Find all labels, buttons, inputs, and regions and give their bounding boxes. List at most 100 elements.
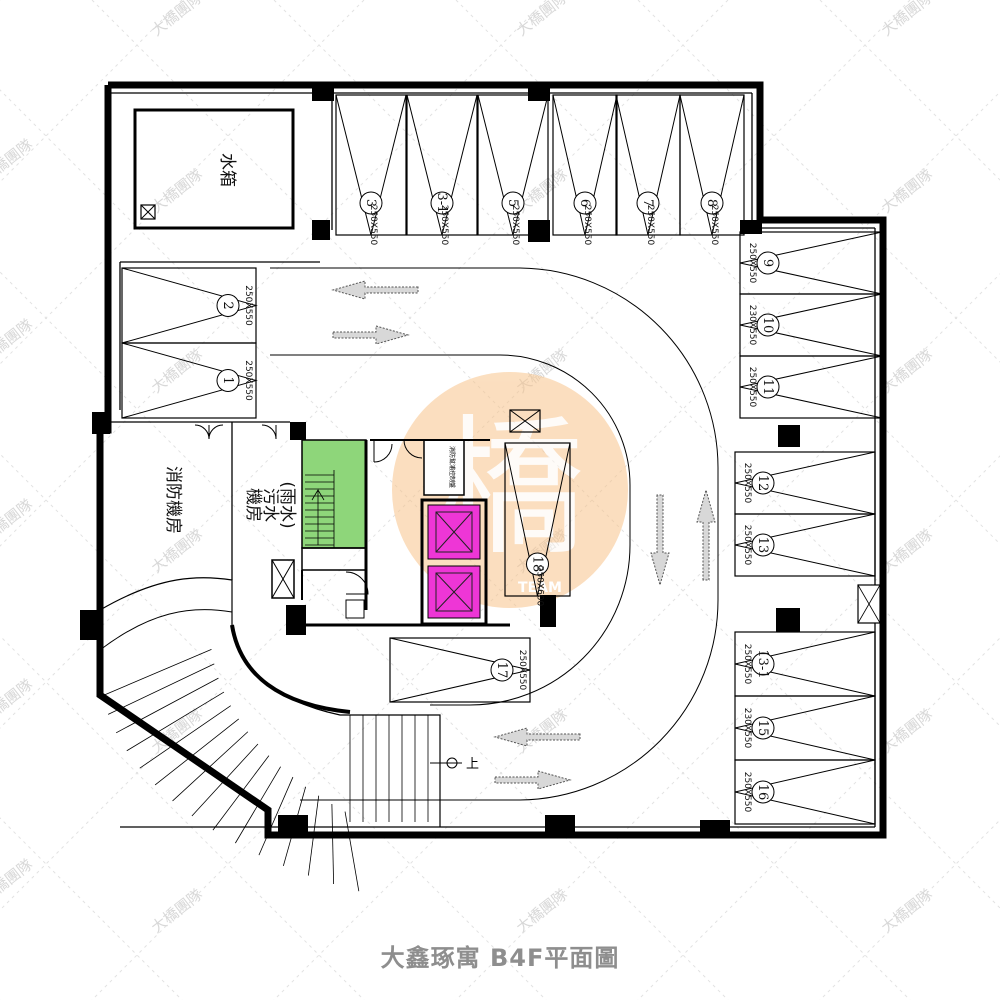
logo-team-text: TEAM xyxy=(518,580,562,596)
parking-number-circle xyxy=(490,658,514,682)
parking-size: 250X550 xyxy=(747,243,757,284)
parking-number: 6 xyxy=(577,199,592,207)
watermark-text: 大橋團隊 xyxy=(0,315,36,366)
watermark-text: 大橋團隊 xyxy=(878,165,936,216)
fire-pump-room-label: 消防機房 xyxy=(163,466,183,534)
traffic-arrow xyxy=(696,488,716,581)
parking-size: 250X550 xyxy=(645,205,655,246)
parking-size: 250X600 xyxy=(535,566,545,607)
parking-number-circle xyxy=(756,251,780,275)
fire-pump-room: 消防機房 xyxy=(163,424,224,534)
parking-number: 13-1 xyxy=(755,649,770,678)
sewage-room-label-1: (雨水) xyxy=(277,481,297,528)
traffic-arrow xyxy=(650,494,670,587)
traffic-arrows xyxy=(331,280,716,790)
watermark-text: 大橋團隊 xyxy=(878,0,936,40)
parking-size: 250X550 xyxy=(742,525,752,566)
elevators: 消防幫浦控制盤 xyxy=(306,439,510,627)
parking-number-circle xyxy=(573,191,597,215)
parking-number-circle xyxy=(359,191,383,215)
parking-size: 250X550 xyxy=(742,772,752,813)
parking-number-circle xyxy=(501,191,525,215)
watermark-text: 大橋團隊 xyxy=(0,495,36,546)
ramp-up-marker: 上 xyxy=(430,757,479,772)
parking-number-circle xyxy=(751,652,775,676)
parking-size: 250X550 xyxy=(368,205,378,246)
parking-number-circle xyxy=(751,533,775,557)
watermark-text: 大橋團隊 xyxy=(513,885,571,936)
traffic-arrow xyxy=(494,770,572,790)
watermark-text: 大橋團隊 xyxy=(513,0,571,40)
parking-number: 18 xyxy=(530,556,545,573)
sewage-room-label-2: 污水 xyxy=(260,488,280,522)
parking-number-circle xyxy=(216,369,240,392)
parking-number: 17 xyxy=(494,662,509,679)
parking-number-circle xyxy=(526,552,549,576)
parking-bay-17: 17 250X550 xyxy=(389,637,531,703)
parking-number-circle xyxy=(636,191,660,215)
traffic-arrow xyxy=(493,727,581,747)
parking-number-circle xyxy=(756,313,780,337)
columns xyxy=(80,85,800,835)
water-tank: 水箱 xyxy=(133,108,295,230)
parking-number-circle xyxy=(751,716,775,740)
watermark-text: 大橋團隊 xyxy=(148,0,206,40)
parking-size: 250X550 xyxy=(582,205,592,246)
parking-size: 250X550 xyxy=(243,285,253,326)
parking-number: 3 xyxy=(363,199,378,207)
parking-size: 230X550 xyxy=(742,708,752,749)
parking-number-circle xyxy=(756,375,780,399)
parking-number: 5 xyxy=(505,199,520,207)
ramp xyxy=(99,577,441,892)
parking-number: 3-1 xyxy=(434,193,449,214)
parking-number: 2 xyxy=(220,301,235,309)
driving-lanes xyxy=(270,267,719,801)
parking-size: 250X550 xyxy=(243,360,253,401)
parking-number-circle xyxy=(430,191,454,215)
parking-number: 15 xyxy=(755,720,770,737)
parking-bay-2: 2 250X550 xyxy=(121,267,258,344)
parking-number: 7 xyxy=(640,199,655,207)
parking-number-circle xyxy=(751,471,775,495)
parking-number: 8 xyxy=(704,199,719,207)
plan-title: 大鑫琢寓 B4F平面圖 xyxy=(380,944,620,972)
water-tank-label: 水箱 xyxy=(217,153,237,187)
parking-number: 13 xyxy=(755,537,770,554)
parking-number-circle xyxy=(216,294,240,317)
wall-device xyxy=(857,584,881,624)
parking-size: 250X550 xyxy=(439,205,449,246)
sewage-room-label-3: 機房 xyxy=(243,488,263,522)
watermark-text: 大橋團隊 xyxy=(0,675,36,726)
parking-18-extra xyxy=(509,409,541,433)
parking-number-circle xyxy=(751,780,775,804)
parking-number: 1 xyxy=(220,376,235,384)
sewage-room: (雨水) 污水 機房 xyxy=(243,424,297,529)
traffic-arrow xyxy=(332,325,410,345)
parking-bay-1: 1 250X550 xyxy=(121,342,258,419)
parking-number: 11 xyxy=(760,379,775,396)
parking-size: 250X550 xyxy=(747,367,757,408)
watermark-text: 大橋團隊 xyxy=(0,855,36,906)
parking-size: 250X550 xyxy=(510,205,520,246)
staircase xyxy=(271,439,369,610)
parking-size: 230X550 xyxy=(747,305,757,346)
parking-size: 250X550 xyxy=(709,205,719,246)
parking-number: 9 xyxy=(760,259,775,267)
watermark-text: 大橋團隊 xyxy=(148,885,206,936)
parking-size: 250X550 xyxy=(742,644,752,685)
parking-size: 250X550 xyxy=(517,650,527,691)
